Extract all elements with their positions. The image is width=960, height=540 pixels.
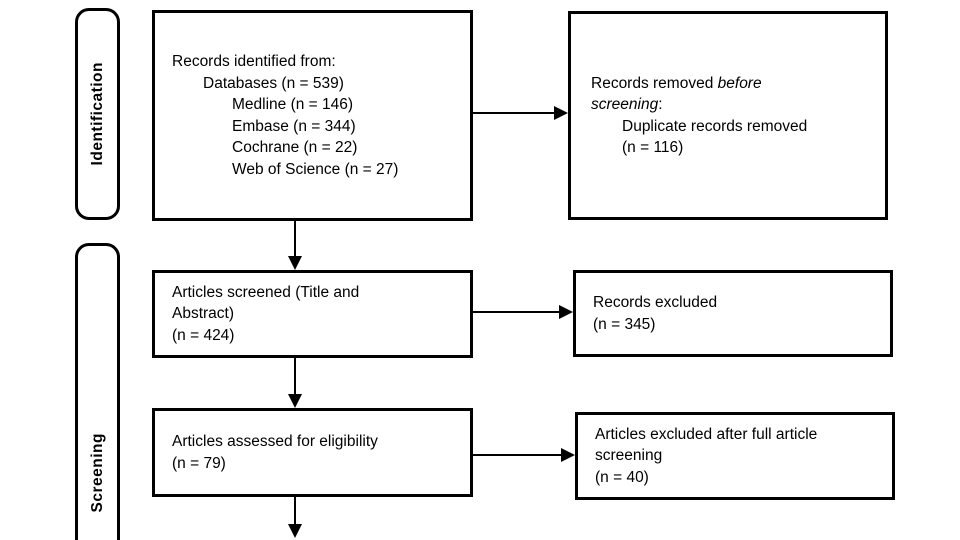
box-text-line: screening: [591, 94, 885, 116]
box-text-segment: : [658, 96, 663, 113]
box-text-segment-italic: before [717, 74, 762, 92]
box-text-line: Databases (n = 539) [203, 74, 344, 92]
box-text-line: Articles assessed for eligibility [172, 433, 378, 450]
arrow-assessed-to-next [288, 497, 302, 538]
box-text-line: screening [595, 447, 663, 465]
arrow-identified-to-screened [288, 221, 302, 270]
stage-label-identification-text: Identification [88, 62, 106, 166]
box-text-line: (n = 79) [172, 454, 226, 472]
box-text-line: Records removed before [591, 73, 885, 95]
box-text-line: Web of Science (n = 27) [232, 160, 399, 178]
box-articles-assessed: Articles assessed for eligibility (n = 7… [152, 408, 473, 497]
box-text-line: (n = 116) [622, 139, 684, 156]
box-text-line: Duplicate records removed [622, 117, 808, 135]
arrow-assessed-to-excluded-full [473, 448, 575, 462]
stage-label-identification: Identification [75, 8, 120, 220]
box-text-line: Cochrane (n = 22) [232, 139, 358, 156]
box-records-excluded: Records excluded (n = 345) [573, 270, 893, 357]
stage-label-screening: Screening [75, 243, 120, 540]
box-text-line: Medline (n = 146) [232, 96, 354, 113]
arrow-identified-to-removed [473, 106, 568, 120]
box-text-line: Records identified from: [172, 53, 336, 70]
box-articles-excluded-full: Articles excluded after full article scr… [575, 412, 895, 500]
box-text-line: (n = 424) [172, 326, 235, 344]
box-text-line: Abstract) [172, 305, 235, 323]
box-records-identified: Records identified from: Databases (n = … [152, 10, 473, 221]
box-text-line: (n = 40) [595, 468, 649, 486]
box-text-line: Embase (n = 344) [232, 117, 356, 135]
box-text-segment: Records removed [591, 74, 718, 92]
box-text-line: Records excluded [593, 294, 718, 311]
box-text-line: Articles excluded after full article [595, 425, 818, 443]
box-text-segment-italic: screening [591, 96, 659, 113]
box-text-line: (n = 345) [593, 315, 656, 333]
arrow-screened-to-excluded [473, 305, 573, 319]
arrow-screened-to-assessed [288, 358, 302, 408]
box-records-removed: Records removed before screening: Duplic… [568, 11, 888, 220]
stage-label-screening-text: Screening [88, 433, 106, 513]
box-text-line: Articles screened (Title and [172, 283, 360, 301]
box-articles-screened: Articles screened (Title and Abstract) (… [152, 270, 473, 358]
